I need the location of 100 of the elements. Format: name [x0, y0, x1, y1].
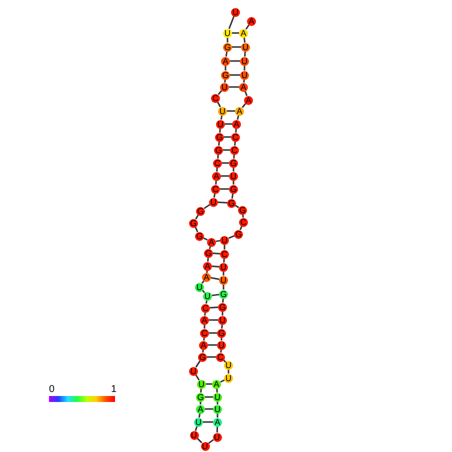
backbone-line [222, 284, 224, 290]
base-pair-line [225, 123, 232, 125]
nucleotide-circle: U [231, 8, 240, 16]
nucleotide-circle: G [227, 198, 236, 208]
base-pair-line [208, 344, 217, 346]
nucleotide-circle: G [229, 184, 238, 194]
nucleotide-circle: A [202, 272, 211, 282]
base-pair-line [221, 175, 229, 177]
nucleotide-circle: U [218, 106, 227, 116]
nucleotide-circle: A [239, 82, 248, 92]
nucleotide-circle: G [221, 70, 230, 80]
nucleotide-circle: G [214, 146, 223, 154]
base-pair-line [229, 86, 239, 88]
nucleotide-circle: U [213, 392, 222, 402]
base-pair-line [212, 266, 220, 268]
base-pair-line [223, 149, 230, 151]
base-pair-line [232, 32, 239, 34]
nucleotide-circle: U [190, 430, 198, 440]
nucleotide-circle: G [215, 132, 224, 142]
nucleotide-circle: A [235, 106, 244, 116]
base-pair-line [216, 240, 220, 242]
base-pair-line [205, 396, 213, 398]
nucleotide-circle: U [194, 418, 203, 426]
nucleotide-circle: A [244, 96, 253, 104]
nucleotide-circle: C [201, 304, 210, 312]
nucleotide-circle: C [230, 146, 239, 154]
nucleotide-circle: U [197, 380, 206, 388]
nucleotide-circle: U [219, 276, 228, 284]
nucleotide-circle: G [229, 158, 238, 168]
base-pair-line [209, 319, 218, 321]
base-pair-line [207, 356, 216, 358]
nucleotide-circle: U [212, 432, 222, 442]
base-pair-line [218, 202, 228, 204]
nucleotide-circle: G [217, 328, 226, 338]
nucleotide-circle: A [199, 340, 208, 350]
nucleotide-circle: A [213, 418, 222, 426]
nucleotide-circle: G [196, 206, 205, 216]
nucleotide-circle: A [196, 404, 205, 414]
backbone-line [194, 426, 198, 431]
nucleotide-circle: U [200, 442, 210, 450]
scale-label: 0 [49, 385, 55, 395]
base-pair-line [210, 306, 218, 308]
nucleotide-circle: G [223, 42, 232, 52]
base-pair-line [210, 277, 220, 280]
backbone-line [195, 360, 201, 368]
nucleotide-circle: U [217, 340, 226, 350]
nucleotide-circle: U [213, 404, 222, 414]
nucleotide-circle: A [221, 56, 230, 66]
nucleotide-circle: U [218, 316, 227, 324]
backbone-line [224, 66, 226, 70]
nucleotide-circle: G [198, 352, 207, 362]
nucleotide-circle: U [189, 366, 198, 376]
backbone-line [208, 439, 214, 444]
nucleotide-circle: U [224, 374, 233, 382]
nucleotide-circle: U [195, 282, 204, 292]
nucleotide-circle: U [209, 198, 218, 206]
base-pair-line [206, 383, 212, 385]
nucleotide-circle: U [216, 120, 225, 128]
nucleotide-circle: G [238, 206, 247, 214]
nucleotide-circle: G [218, 302, 227, 312]
nucleotide-circle: G [219, 290, 228, 298]
nucleotide-circle: U [241, 42, 250, 52]
nucleotide-circle: A [247, 16, 256, 26]
nucleotide-circle: C [220, 250, 229, 258]
backbone-line [195, 214, 199, 220]
nucleotide-circle: A [200, 316, 209, 324]
backbone-line [228, 235, 235, 239]
nucleotide-circle: A [239, 28, 248, 38]
nucleotide-circle: C [213, 158, 222, 168]
nucleotide-circle: U [203, 292, 212, 300]
backbone-line [204, 204, 210, 210]
base-pair-line [212, 294, 220, 296]
backbone-line [228, 16, 235, 30]
base-pair-line [212, 252, 220, 254]
backbone-line [196, 438, 202, 444]
base-pair-line [230, 60, 240, 62]
base-pair-line [230, 74, 240, 76]
nucleotide-circle: G [195, 232, 204, 240]
nucleotide-circle: U [219, 262, 228, 272]
nucleotide-circle: A [207, 238, 216, 246]
base-pair-line [203, 421, 213, 423]
nucleotide-circle: U [223, 28, 232, 38]
nucleotide-circle: A [203, 262, 212, 270]
backbone-line [226, 38, 228, 42]
nucleotide-circle: G [196, 392, 205, 402]
base-pair-line [209, 332, 217, 334]
backbone-line [244, 66, 246, 70]
nucleotide-circle: U [229, 172, 238, 180]
nucleotide-circle: U [240, 70, 249, 80]
base-pair-line [205, 408, 213, 410]
nucleotide-circle: G [204, 248, 213, 258]
nucleotide-circle: C [216, 352, 225, 362]
nucleotide-circle: A [212, 380, 221, 388]
nucleotide-circle: U [240, 56, 249, 66]
base-pair-line [232, 46, 241, 48]
nucleotide-circle: U [220, 82, 229, 92]
nucleotide-circle: C [231, 132, 240, 142]
nucleotide-circle: C [200, 328, 209, 338]
base-pair-line [227, 110, 235, 112]
nucleotide-circle: G [189, 218, 198, 228]
